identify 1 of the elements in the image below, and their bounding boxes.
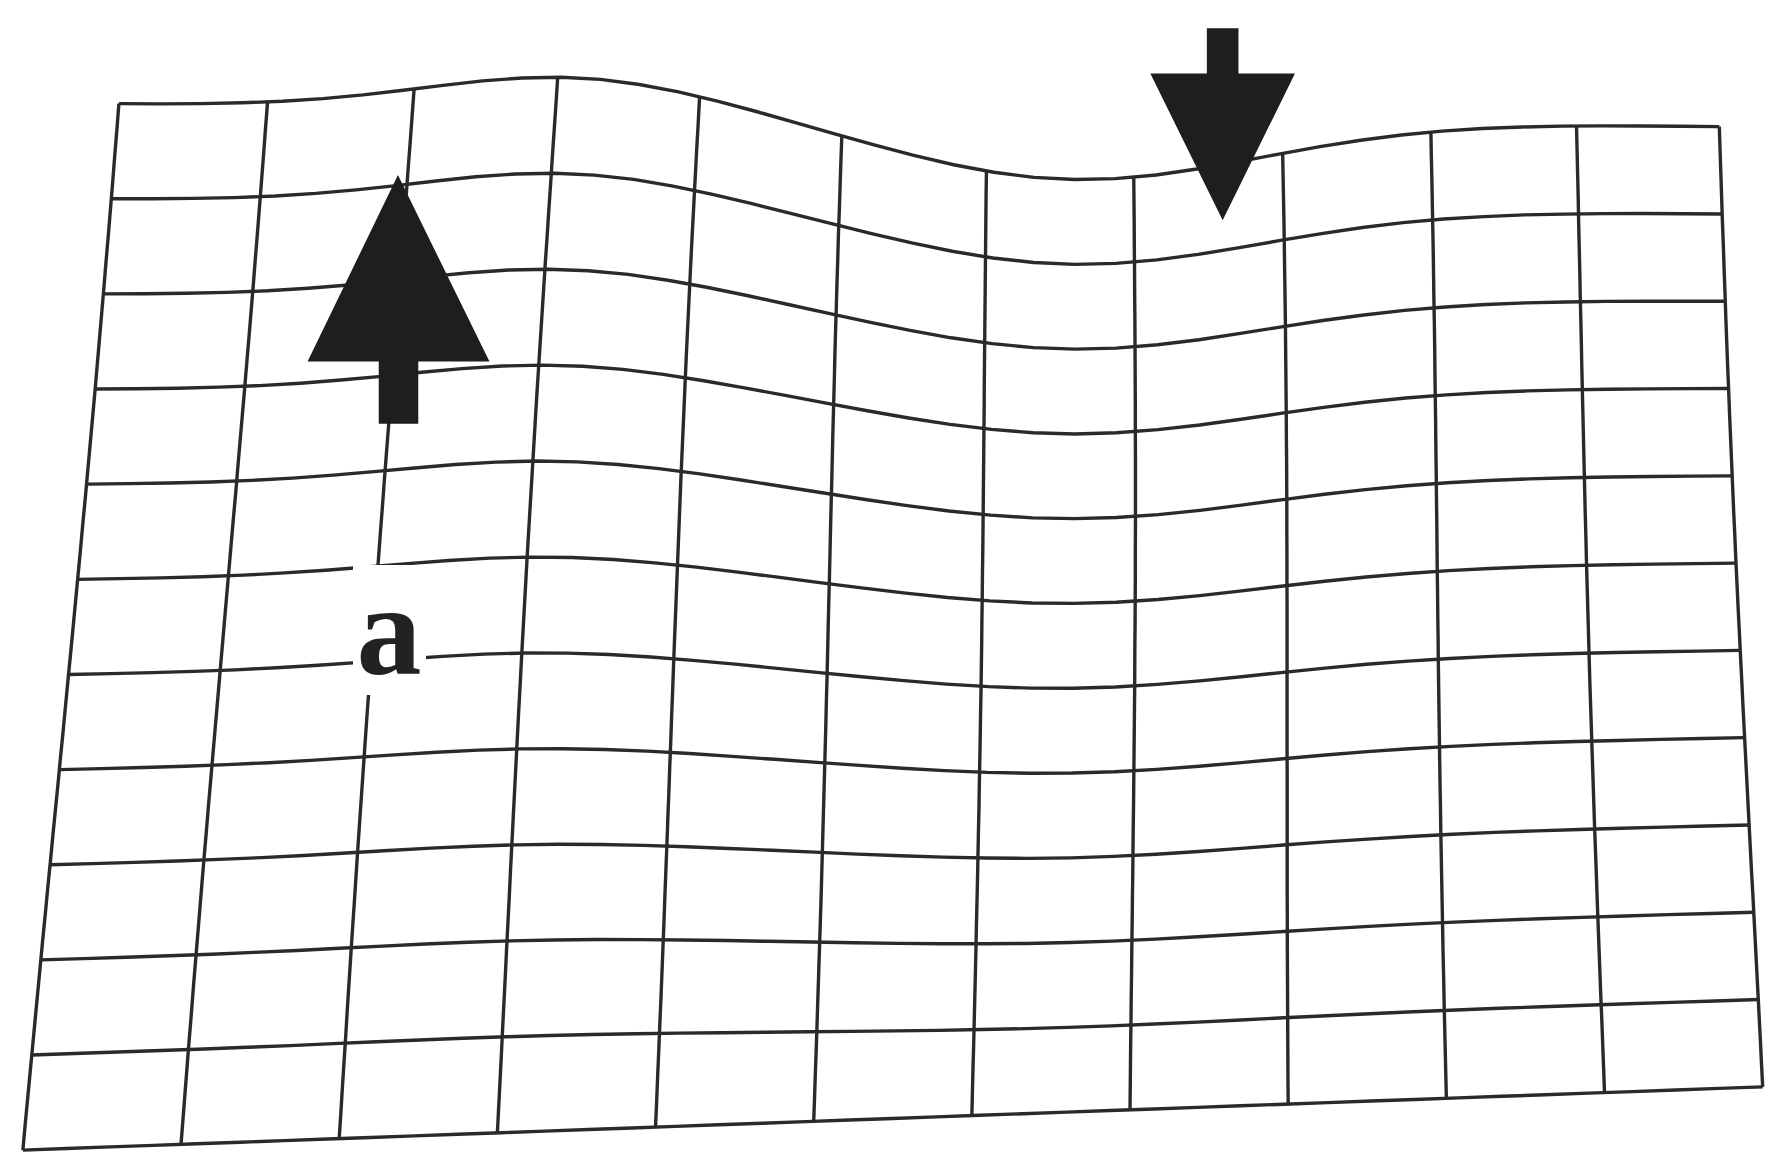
panel-label: a — [352, 565, 426, 696]
